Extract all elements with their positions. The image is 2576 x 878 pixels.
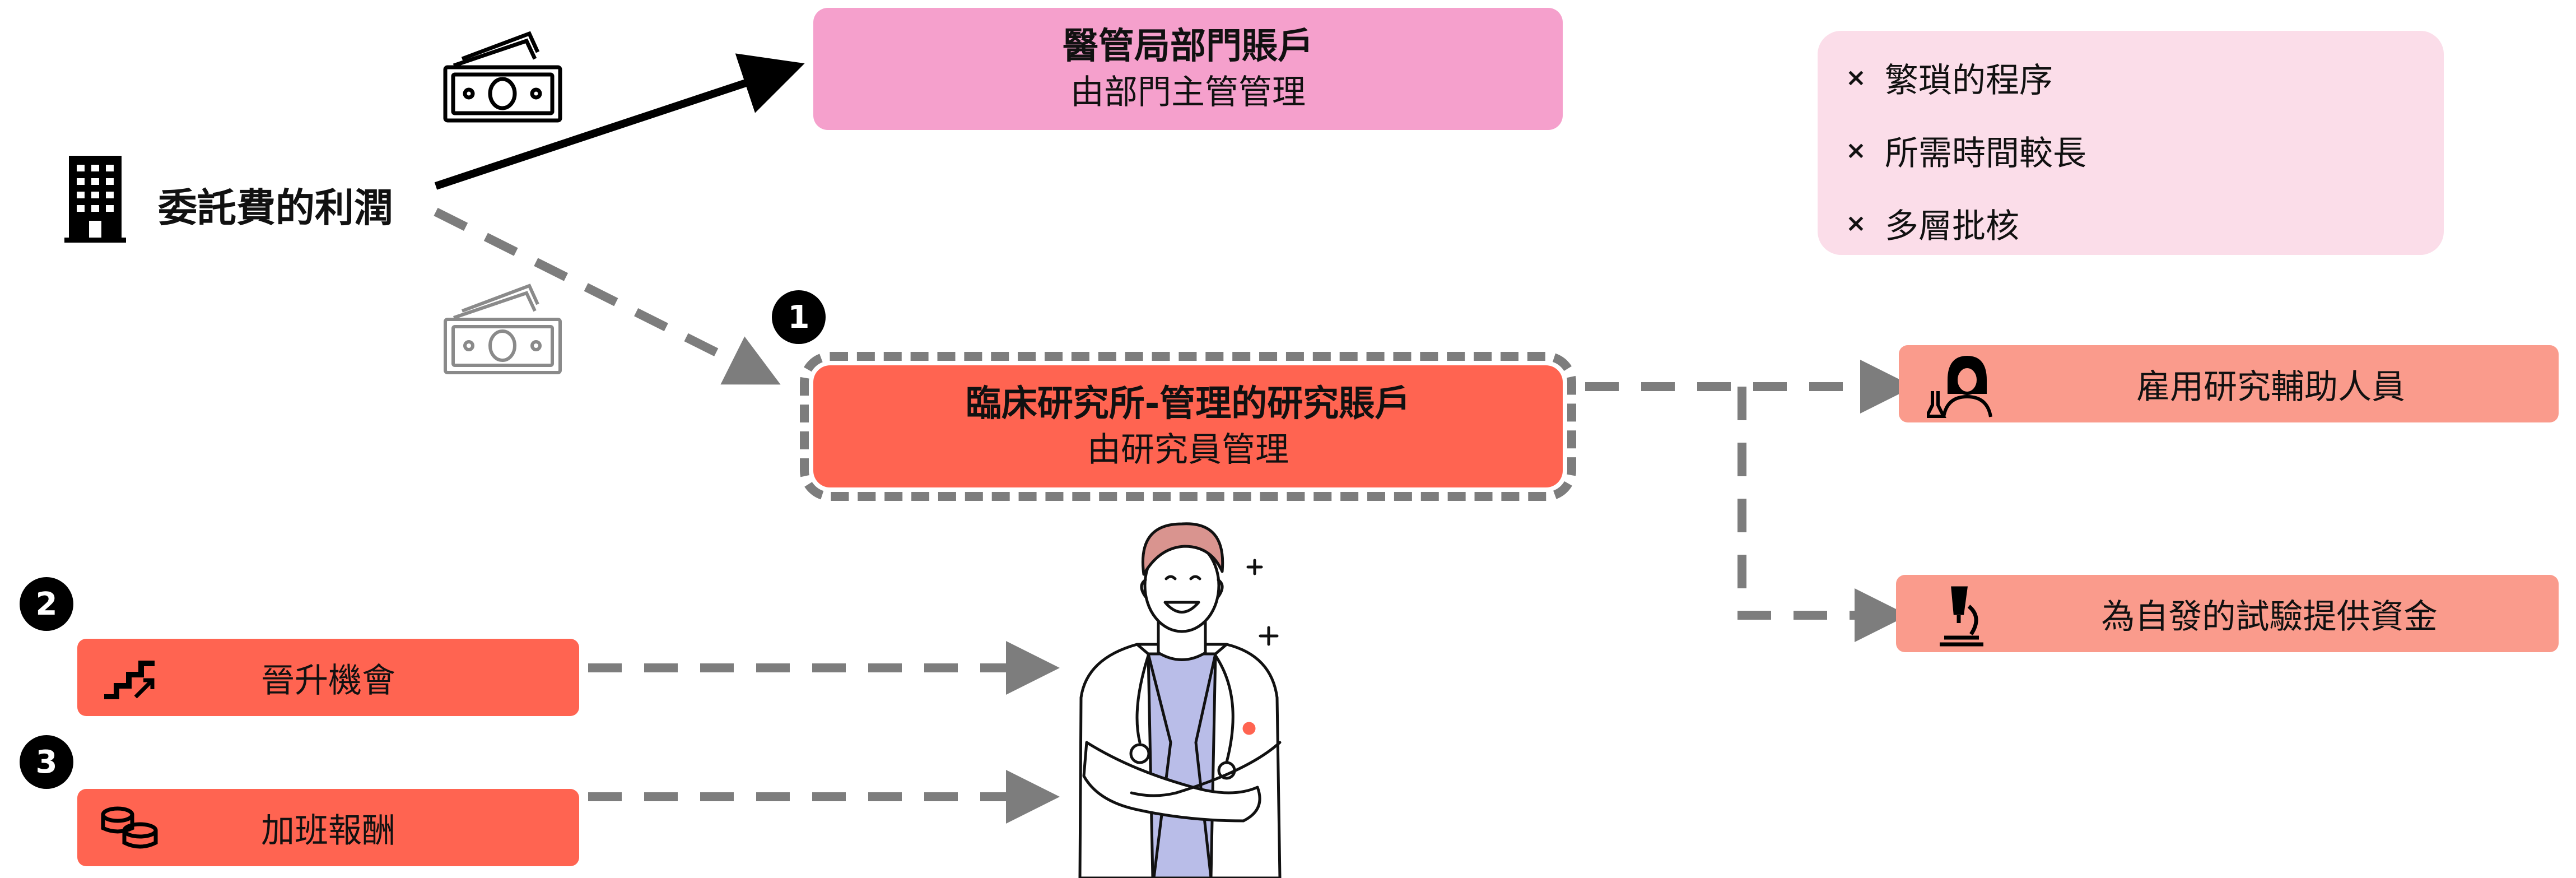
cross-icon: × xyxy=(1846,209,1866,238)
building-icon xyxy=(64,156,126,243)
source-label: 委託費的利潤 xyxy=(158,185,393,231)
benefit-overtime: 加班報酬 xyxy=(77,789,579,866)
hk-dept-account-title: 醫管局部門賬戶 xyxy=(1063,26,1313,67)
benefit-label: 加班報酬 xyxy=(261,811,395,851)
cross-icon: × xyxy=(1846,63,1866,92)
doctor-illustration xyxy=(1078,522,1282,878)
research-account-box: 臨床研究所-管理的研究賬戶 由研究員管理 xyxy=(800,352,1576,501)
step-marker-2: 2 xyxy=(20,577,73,631)
drawback-label: 繁瑣的程序 xyxy=(1885,61,2053,100)
drawback-label: 多層批核 xyxy=(1885,207,2019,246)
drawback-label: 所需時間較長 xyxy=(1885,134,2086,173)
scientist-icon xyxy=(1927,355,1992,418)
step-marker-3: 3 xyxy=(20,735,73,789)
drawback-item: × 所需時間較長 xyxy=(1846,126,2086,175)
cross-icon: × xyxy=(1846,136,1866,165)
use-research-assistants: 雇用研究輔助人員 xyxy=(1899,345,2559,422)
benefit-promotion: 晉升機會 xyxy=(77,639,579,716)
research-account-title: 臨床研究所-管理的研究賬戶 xyxy=(965,383,1411,425)
arrow-to-trial-funding xyxy=(1737,387,1908,642)
money-icon xyxy=(443,31,562,123)
coins-icon xyxy=(101,806,158,849)
use-label: 為自發的試驗提供資金 xyxy=(2101,597,2438,637)
hk-dept-account-subtitle: 由部門主管管理 xyxy=(1070,73,1306,112)
step-marker-1: 1 xyxy=(772,290,826,344)
drawbacks-panel: × 繁瑣的程序 × 所需時間較長 × 多層批核 xyxy=(1818,31,2444,255)
stairs-up-icon xyxy=(104,661,155,699)
drawback-item: × 繁瑣的程序 xyxy=(1846,53,2053,102)
money-icon xyxy=(444,284,562,374)
hk-dept-account-box: 醫管局部門賬戶 由部門主管管理 xyxy=(813,8,1563,130)
drawback-item: × 多層批核 xyxy=(1846,199,2019,248)
microscope-icon xyxy=(1940,586,1983,647)
arrow-to-research-account xyxy=(434,207,781,385)
research-account-subtitle: 由研究員管理 xyxy=(1087,430,1289,470)
use-trial-funding: 為自發的試驗提供資金 xyxy=(1896,575,2559,652)
arrow-to-hk-account xyxy=(434,53,805,190)
benefit-label: 晉升機會 xyxy=(261,661,395,700)
use-label: 雇用研究輔助人員 xyxy=(2136,367,2405,407)
